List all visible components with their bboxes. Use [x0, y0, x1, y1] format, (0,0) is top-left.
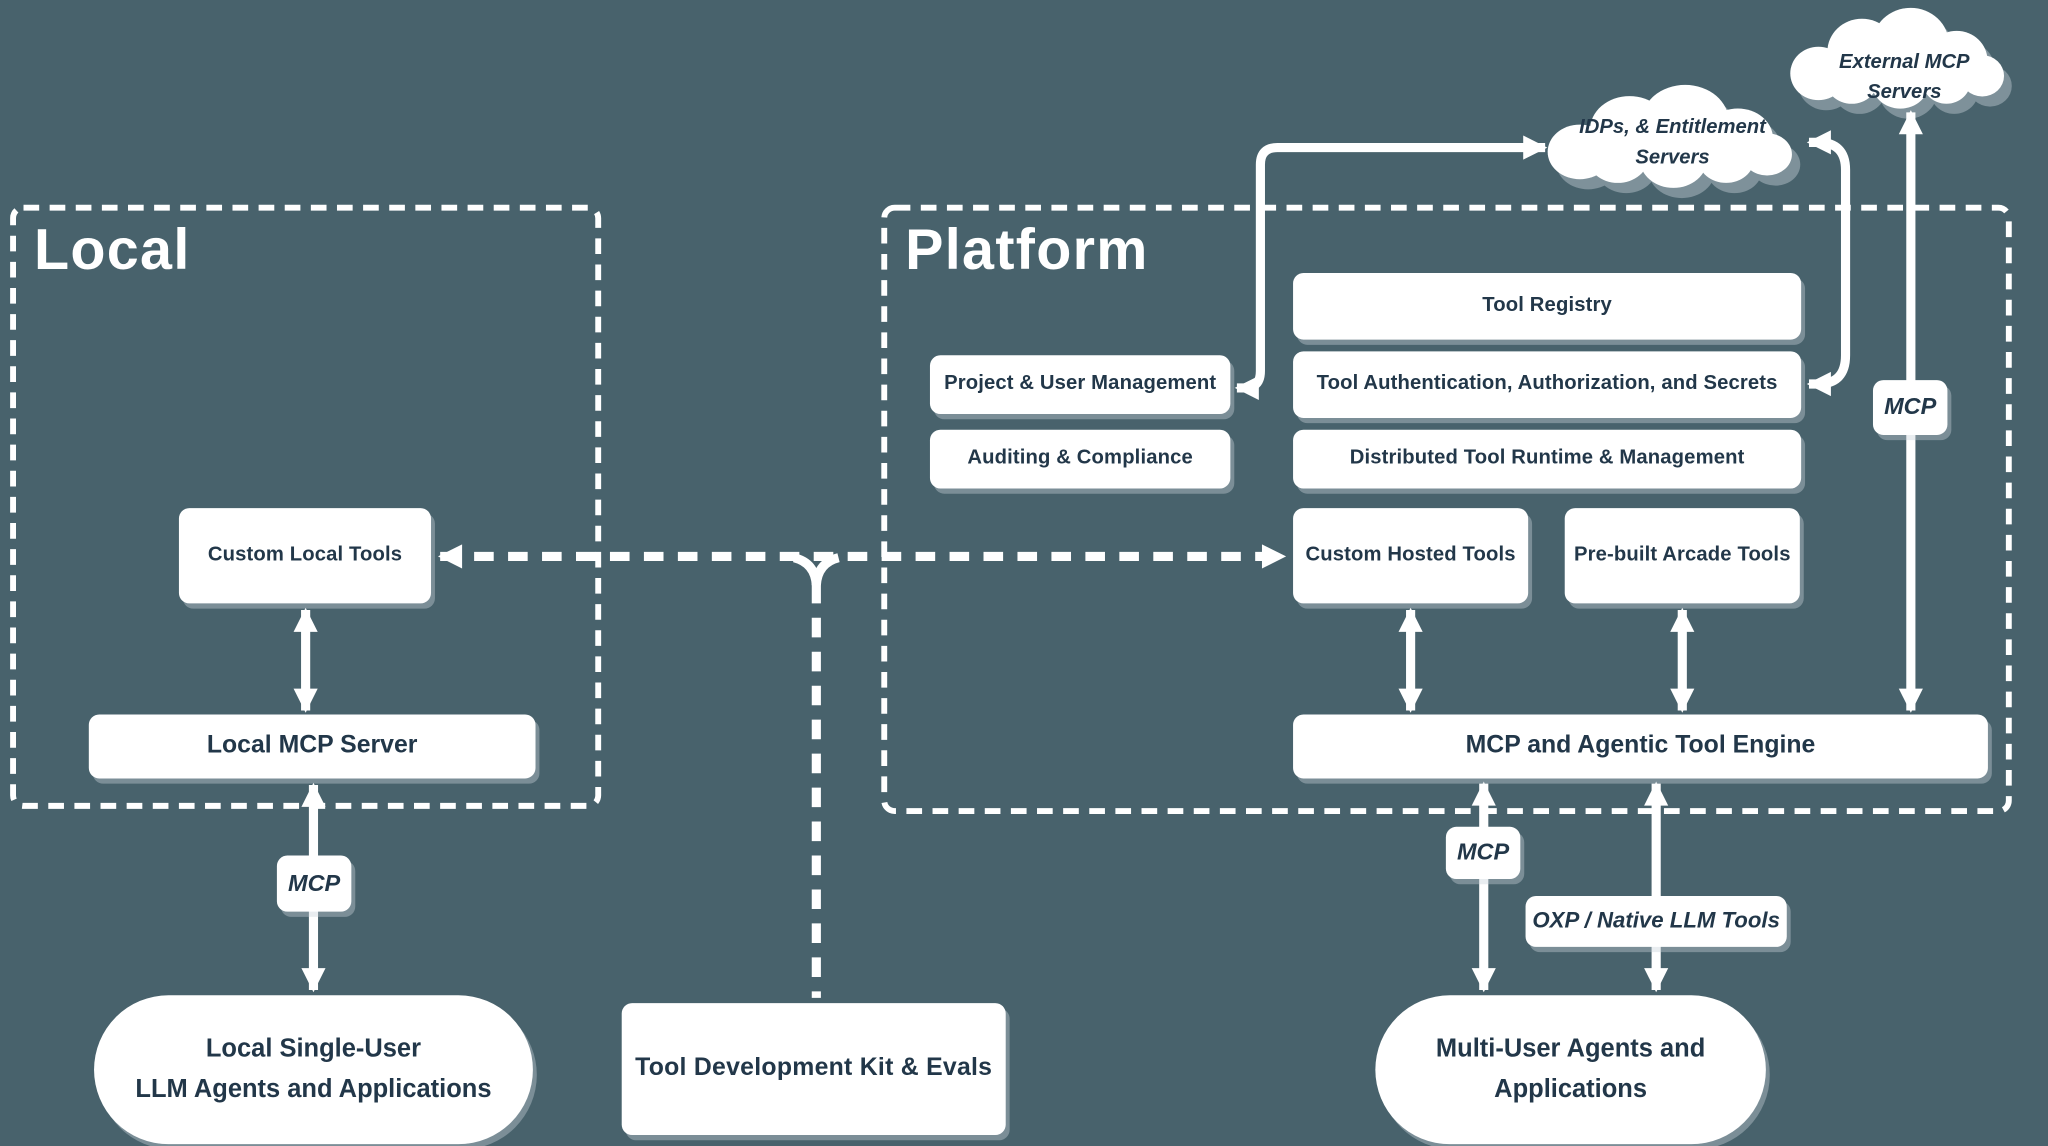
auditing-compliance-box: Auditing & Compliance	[929, 429, 1231, 489]
local-group-border	[10, 204, 602, 809]
idps-label-line1: IDPs, & Entitlement	[1579, 116, 1766, 139]
idps-label-line2: Servers	[1635, 146, 1710, 169]
custom-hosted-tools-box: Custom Hosted Tools	[1293, 508, 1529, 604]
mcp-tag-external: MCP	[1872, 380, 1948, 435]
mcp-tag-local: MCP	[276, 855, 352, 912]
distributed-runtime-box: Distributed Tool Runtime & Management	[1293, 429, 1802, 489]
idps-entitlement-cloud	[1547, 84, 1801, 199]
multi-user-line1: Multi-User Agents and	[1435, 1034, 1706, 1063]
local-group-title: Local	[33, 218, 191, 283]
external-mcp-servers-label: External MCP Servers	[1839, 50, 1970, 104]
prebuilt-arcade-tools-box: Pre-built Arcade Tools	[1564, 508, 1800, 604]
platform-group-title: Platform	[905, 218, 1149, 283]
local-agents-line1: Local Single-User	[205, 1034, 422, 1063]
external-mcp-servers-cloud	[1790, 7, 2012, 119]
tool-authentication-box: Tool Authentication, Authorization, and …	[1293, 351, 1802, 418]
mcp-tag-multi-user: MCP	[1445, 826, 1521, 880]
tool-registry-box: Tool Registry	[1293, 272, 1802, 340]
dashed-branch-right	[811, 553, 840, 586]
idps-entitlement-label: IDPs, & Entitlement Servers	[1558, 112, 1787, 173]
local-agents-line2: LLM Agents and Applications	[135, 1074, 492, 1104]
tool-dev-kit-box: Tool Development Kit & Evals	[621, 1003, 1006, 1136]
local-single-user-agents-pill: Local Single-User LLM Agents and Applica…	[94, 995, 533, 1145]
oxp-native-llm-tools-tag: OXP / Native LLM Tools	[1525, 895, 1787, 947]
multi-user-agents-pill: Multi-User Agents and Applications	[1375, 995, 1766, 1145]
project-user-management-box: Project & User Management	[929, 355, 1231, 415]
custom-local-tools-box: Custom Local Tools	[178, 508, 432, 604]
arrow-project-mgmt-to-idps	[1234, 135, 1548, 400]
multi-user-line2: Applications	[1494, 1074, 1648, 1104]
mcp-agentic-engine-box: MCP and Agentic Tool Engine	[1293, 714, 1988, 779]
local-mcp-server-box: Local MCP Server	[88, 714, 536, 779]
arrow-idps-to-tool-auth	[1806, 130, 1851, 397]
